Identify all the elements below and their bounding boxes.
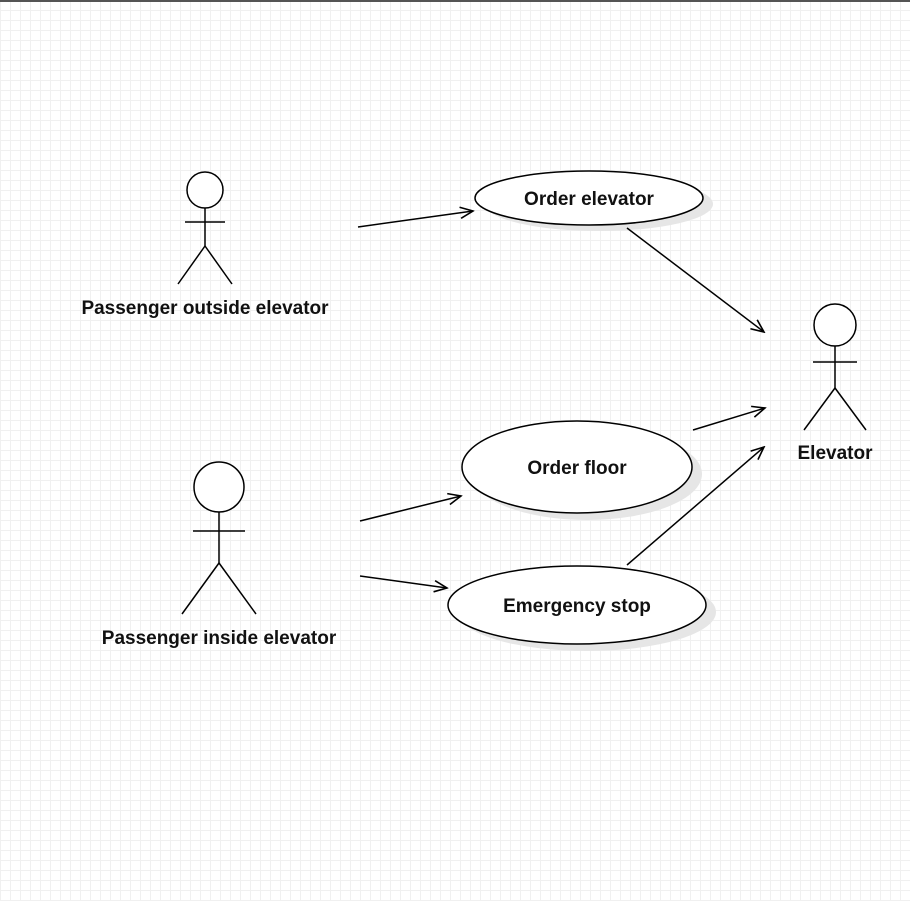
use-case-label-order-elevator: Order elevator (524, 189, 654, 210)
actor-elevator[interactable]: Elevator (798, 303, 874, 464)
actor-head (186, 171, 224, 209)
arrow-outside-to-order-elevator (357, 211, 473, 228)
use-case-emergency-stop[interactable]: Emergency stop (447, 565, 716, 651)
use-case-label-emergency-stop: Emergency stop (503, 596, 651, 617)
use-case-order-elevator[interactable]: Order elevator (474, 170, 713, 231)
use-case-label-order-floor: Order floor (527, 458, 627, 479)
actor-head (813, 303, 857, 347)
actor-passenger-outside[interactable]: Passenger outside elevator (81, 171, 329, 319)
arrow-inside-to-emergency-stop (359, 575, 447, 588)
actor-passenger-inside[interactable]: Passenger inside elevator (102, 461, 337, 649)
actor-head (193, 461, 245, 513)
actor-label-outside: Passenger outside elevator (81, 298, 329, 319)
arrow-order-floor-to-elevator (692, 408, 765, 431)
arrow-inside-to-order-floor (359, 496, 461, 522)
actor-label-inside: Passenger inside elevator (102, 628, 337, 649)
arrow-emergency-stop-to-elevator (626, 447, 764, 566)
actor-label-elevator: Elevator (798, 443, 874, 464)
arrow-order-elevator-to-elevator (626, 227, 764, 332)
use-case-order-floor[interactable]: Order floor (461, 420, 702, 520)
canvas-top-border (0, 0, 910, 2)
